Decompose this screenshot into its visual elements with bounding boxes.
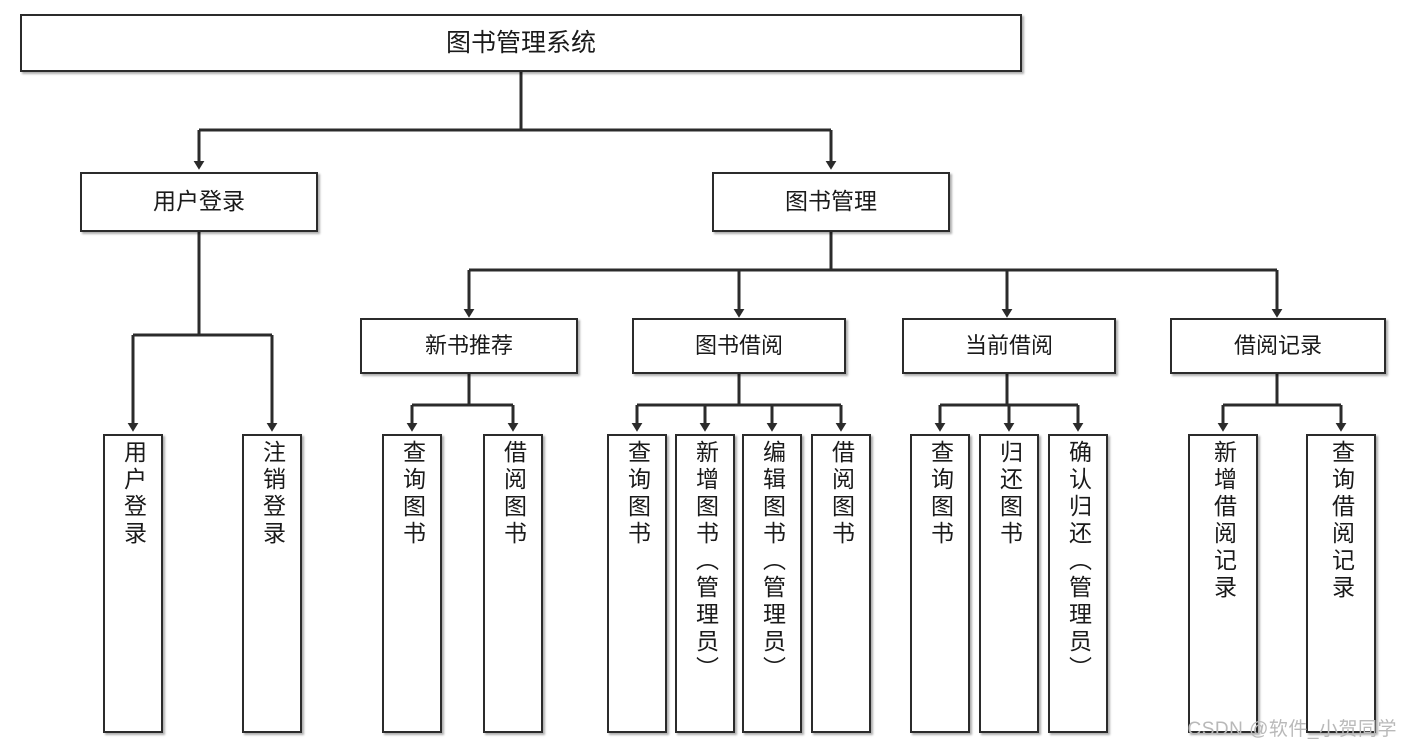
node-current-borrow-label: 当前借阅: [964, 332, 1053, 358]
leaf-book-borrow-2-label: 编辑图书（管理员）: [759, 440, 786, 683]
node-book-borrow[interactable]: 图书借阅: [632, 318, 846, 374]
leaf-book-borrow-1[interactable]: 新增图书（管理员）: [675, 434, 735, 733]
leaf-book-borrow-3-label: 借阅图书: [828, 440, 855, 548]
leaf-borrow-record-1[interactable]: 查询借阅记录: [1306, 434, 1376, 733]
leaf-book-borrow-0-label: 查询图书: [624, 440, 651, 548]
leaf-user-login-1[interactable]: 注销登录: [242, 434, 302, 733]
node-book-management-label: 图书管理: [785, 188, 877, 215]
leaf-new-book-1[interactable]: 借阅图书: [483, 434, 543, 733]
leaf-book-borrow-3[interactable]: 借阅图书: [811, 434, 871, 733]
node-user-login[interactable]: 用户登录: [80, 172, 318, 232]
leaf-user-login-0-label: 用户登录: [120, 440, 147, 548]
node-borrow-record[interactable]: 借阅记录: [1170, 318, 1386, 374]
leaf-book-borrow-1-label: 新增图书（管理员）: [692, 440, 719, 683]
csdn-watermark: CSDN @软件_小贺同学: [1187, 719, 1397, 740]
node-root-label: 图书管理系统: [445, 29, 596, 57]
leaf-user-login-0[interactable]: 用户登录: [103, 434, 163, 733]
leaf-book-borrow-0[interactable]: 查询图书: [607, 434, 667, 733]
leaf-new-book-0-label: 查询图书: [399, 440, 426, 548]
leaf-user-login-1-label: 注销登录: [259, 440, 286, 548]
leaf-book-borrow-2[interactable]: 编辑图书（管理员）: [742, 434, 802, 733]
node-new-book-recommend-label: 新书推荐: [424, 332, 513, 358]
leaf-current-borrow-1-label: 归还图书: [996, 440, 1023, 548]
node-book-borrow-label: 图书借阅: [694, 332, 783, 358]
node-user-login-label: 用户登录: [153, 188, 245, 215]
leaf-current-borrow-1[interactable]: 归还图书: [979, 434, 1039, 733]
node-new-book-recommend[interactable]: 新书推荐: [360, 318, 578, 374]
node-root[interactable]: 图书管理系统: [20, 14, 1022, 72]
node-borrow-record-label: 借阅记录: [1233, 332, 1322, 358]
leaf-borrow-record-0[interactable]: 新增借阅记录: [1188, 434, 1258, 733]
leaf-current-borrow-0-label: 查询图书: [927, 440, 954, 548]
leaf-current-borrow-0[interactable]: 查询图书: [910, 434, 970, 733]
leaf-new-book-1-label: 借阅图书: [500, 440, 527, 548]
leaf-borrow-record-1-label: 查询借阅记录: [1328, 440, 1355, 602]
node-current-borrow[interactable]: 当前借阅: [902, 318, 1116, 374]
leaf-current-borrow-2-label: 确认归还（管理员）: [1065, 440, 1092, 683]
node-book-management[interactable]: 图书管理: [712, 172, 950, 232]
leaf-new-book-0[interactable]: 查询图书: [382, 434, 442, 733]
leaf-borrow-record-0-label: 新增借阅记录: [1210, 440, 1237, 602]
leaf-current-borrow-2[interactable]: 确认归还（管理员）: [1048, 434, 1108, 733]
